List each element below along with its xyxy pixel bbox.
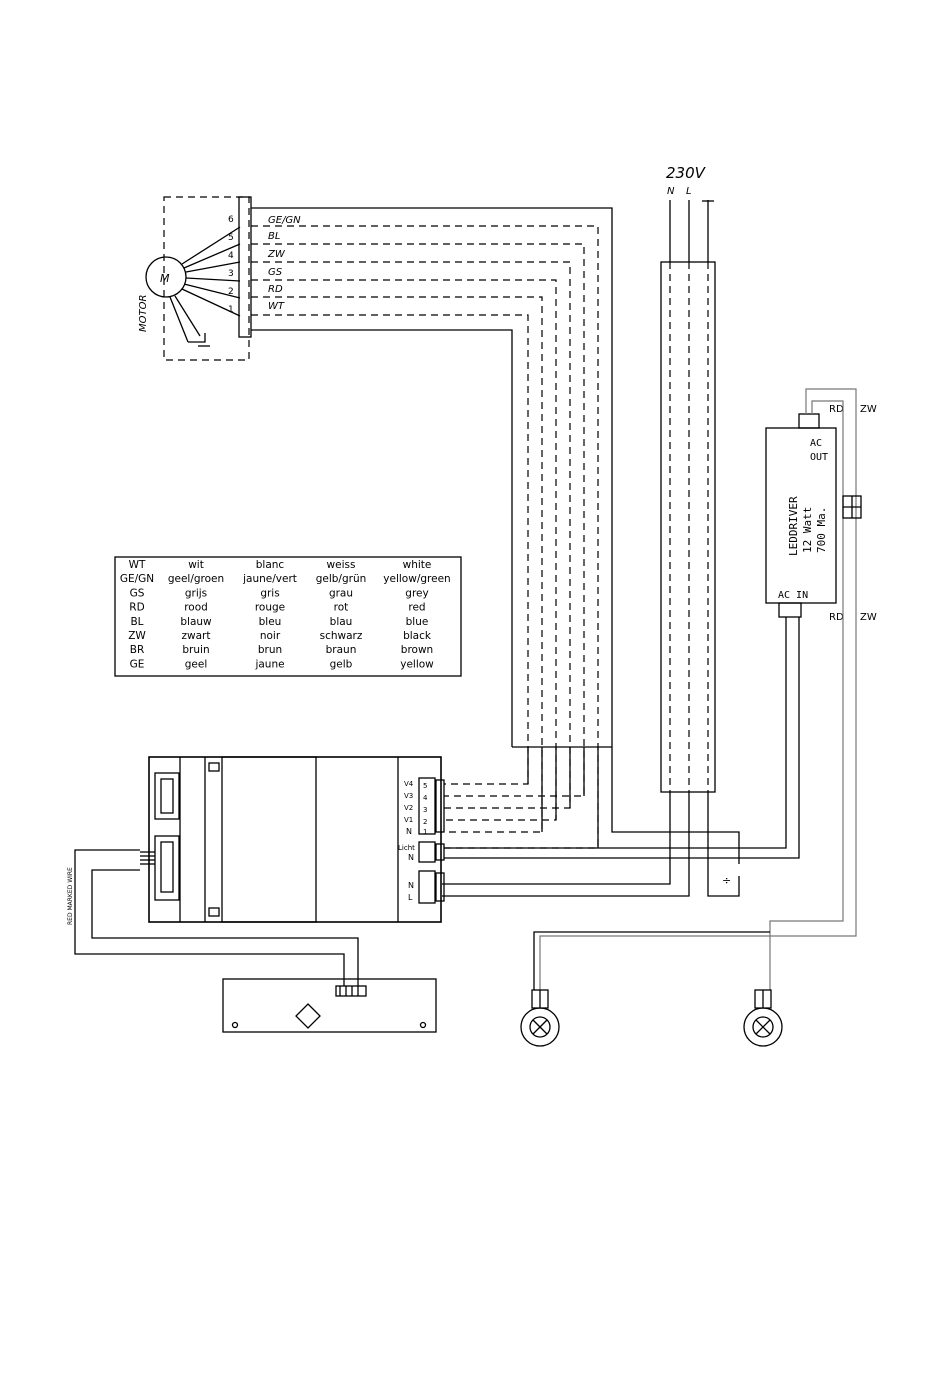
color-table (114, 556, 462, 677)
svg-text:RD: RD (268, 284, 283, 295)
controller: V4 V3 V2 V1 5 4 3 2 1 N Licht N N L RED … (67, 756, 445, 986)
color-table-cell: white (403, 559, 432, 571)
color-table-cell: zwart (182, 630, 211, 642)
svg-text:V4: V4 (404, 780, 414, 788)
svg-text:WT: WT (268, 301, 285, 312)
svg-text:V2: V2 (404, 804, 413, 812)
svg-text:V3: V3 (404, 792, 413, 800)
color-table-cell: GE/GN (120, 573, 154, 585)
lamp-left (520, 931, 770, 1047)
led-driver: AC OUT AC IN LEDDRIVER 12 Watt 700 Ma. R… (444, 388, 877, 990)
color-table-cell: GE (130, 658, 145, 670)
svg-text:BL: BL (268, 231, 280, 242)
color-table-cell: blauw (180, 616, 212, 628)
lamp-right (743, 989, 783, 1047)
color-table-cell: jaune (254, 658, 284, 670)
svg-text:6: 6 (228, 215, 234, 225)
svg-text:RD: RD (829, 404, 844, 415)
color-table-cell: geel (185, 658, 208, 670)
motor-wire-labels: GE/GN BL ZW GS RD WT (267, 215, 301, 312)
led-driver-ac-label: AC (810, 438, 822, 449)
color-table-cell: rot (334, 602, 349, 614)
supply-conduit: ÷ (442, 261, 740, 897)
ground-symbol: ÷ (722, 874, 731, 887)
svg-text:Licht: Licht (398, 844, 415, 852)
svg-text:ZW: ZW (860, 404, 877, 415)
supply-l-label: L (686, 186, 692, 197)
color-table-cell: blanc (256, 559, 285, 571)
color-table-cell: gris (260, 587, 279, 599)
led-driver-current: 700 Ma. (815, 507, 828, 553)
svg-text:1: 1 (423, 828, 427, 836)
color-table-cell: RD (129, 602, 144, 614)
led-driver-in-label: AC IN (778, 590, 808, 601)
svg-text:2: 2 (423, 818, 427, 826)
svg-text:N: N (406, 827, 412, 836)
motor-wires (251, 207, 740, 864)
color-table-cell: brun (258, 644, 282, 656)
motor-pin-labels: 6 5 4 3 2 1 (228, 215, 234, 315)
color-table-cell: ZW (128, 630, 146, 642)
color-table-cell: red (408, 602, 425, 614)
color-table-cell: jaune/vert (242, 573, 297, 585)
svg-text:1: 1 (228, 305, 234, 315)
svg-text:5: 5 (423, 782, 427, 790)
color-table-cell: bruin (182, 644, 209, 656)
color-table-cell: rood (184, 602, 208, 614)
svg-text:L: L (408, 893, 413, 902)
svg-text:3: 3 (228, 269, 234, 279)
color-table-cell: gelb/grün (316, 573, 367, 585)
red-marked-wire-label: RED MARKED WIRE (67, 867, 74, 925)
svg-text:GE/GN: GE/GN (268, 215, 301, 226)
supply-voltage-label: 230V (666, 164, 707, 182)
color-table-cell: weiss (327, 559, 356, 571)
svg-text:ZW: ZW (860, 612, 877, 623)
svg-text:RD: RD (829, 612, 844, 623)
color-table-cell: schwarz (320, 630, 363, 642)
color-table-cell: grey (405, 587, 428, 599)
color-table-cell: yellow (400, 658, 434, 670)
led-driver-out-label: OUT (810, 452, 828, 463)
color-table-cell: braun (326, 644, 357, 656)
color-table-cell: GS (130, 587, 145, 599)
svg-text:GS: GS (268, 267, 283, 278)
svg-text:N: N (408, 881, 414, 890)
color-table-cell: bleu (259, 616, 282, 628)
svg-text:V1: V1 (404, 816, 413, 824)
color-table-cell: BL (130, 616, 143, 628)
color-table-cell: rouge (255, 602, 285, 614)
color-table-cell: geel/groen (168, 573, 224, 585)
led-driver-title: LEDDRIVER (787, 496, 800, 556)
color-table-cell: noir (260, 630, 281, 642)
color-table-cell: blau (330, 616, 353, 628)
supply-lines (669, 200, 714, 262)
color-table-cell: grau (329, 587, 353, 599)
supply-n-label: N (667, 186, 675, 197)
motor-symbol (145, 256, 187, 298)
svg-text:4: 4 (228, 251, 234, 261)
svg-text:3: 3 (423, 806, 427, 814)
led-driver-power: 12 Watt (801, 507, 814, 553)
motor-label: MOTOR (138, 295, 149, 332)
color-table-cell: WT (129, 559, 146, 571)
svg-text:4: 4 (423, 794, 428, 802)
svg-text:2: 2 (228, 287, 234, 297)
color-table-cell: black (403, 630, 432, 642)
color-table-cell: BR (130, 644, 145, 656)
color-table-cell: gelb (330, 658, 353, 670)
color-table-cell: yellow/green (383, 573, 450, 585)
control-panel-board (222, 978, 437, 1033)
color-table-cell: blue (406, 616, 429, 628)
motor-m-label: M (160, 272, 170, 285)
svg-text:N: N (408, 853, 414, 862)
color-table-cell: grijs (185, 587, 207, 599)
svg-text:5: 5 (228, 233, 234, 243)
motor-block: M MOTOR (138, 196, 252, 361)
color-table-cell: brown (401, 644, 433, 656)
svg-text:ZW: ZW (267, 249, 286, 260)
color-table-cell: wit (188, 559, 204, 571)
